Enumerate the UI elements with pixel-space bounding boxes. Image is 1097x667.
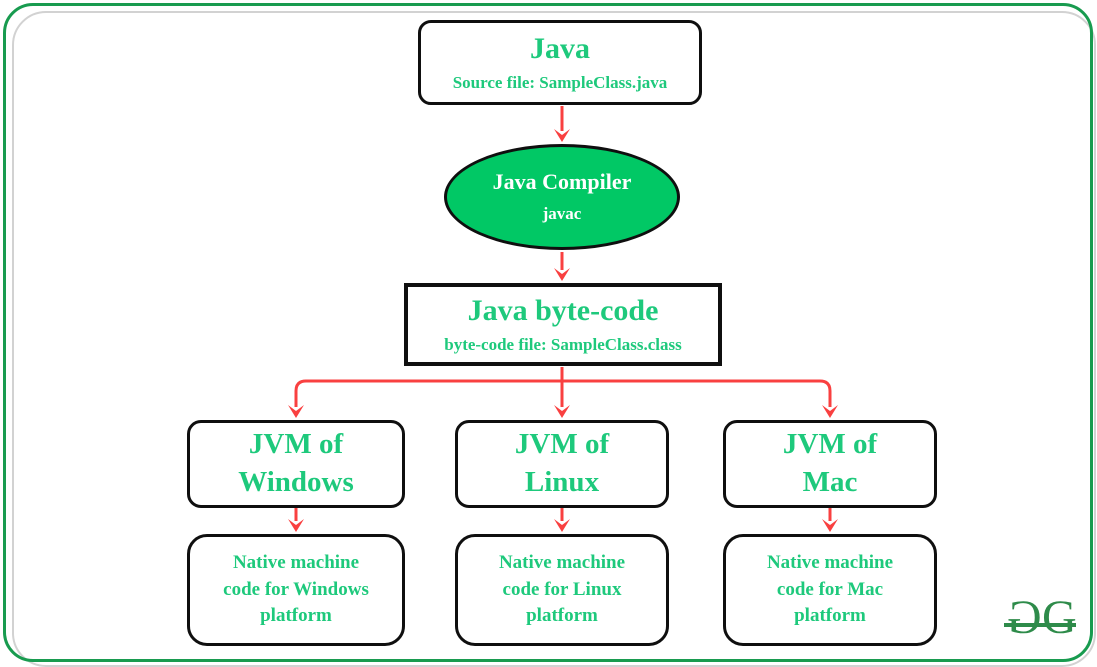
java-source-title: Java (530, 31, 590, 65)
node-native-windows: Native machine code for Windows platform (187, 534, 405, 646)
native-mac-line1: Native machine (766, 551, 894, 573)
jvm-linux-title-line2: Linux (524, 466, 600, 498)
jvm-windows-title-line2: Windows (238, 466, 354, 498)
logo-letter-mirrored-g: G (1009, 591, 1042, 644)
node-native-mac: Native machine code for Mac platform (723, 534, 937, 646)
arrow-bytecode-to-jvm-mac (562, 379, 832, 407)
node-java-bytecode: Java byte-code byte-code file: SampleCla… (404, 283, 722, 366)
jvm-mac-title-line2: Mac (802, 466, 858, 498)
native-mac-line2: code for Mac (776, 578, 884, 600)
native-linux-line1: Native machine (498, 551, 626, 573)
native-windows-line1: Native machine (232, 551, 360, 573)
arrowhead-jvm-mac-to-native (822, 519, 838, 532)
arrowhead-java-to-compiler (554, 129, 570, 142)
node-java-source: Java Source file: SampleClass.java (418, 20, 702, 105)
node-jvm-linux: JVM of Linux (455, 420, 669, 508)
node-jvm-mac: JVM of Mac (723, 420, 937, 508)
node-jvm-windows: JVM of Windows (187, 420, 405, 508)
arrowhead-jvm-windows-to-native (288, 519, 304, 532)
native-linux-line2: code for Linux (502, 578, 622, 600)
node-java-compiler: Java Compiler javac (444, 144, 680, 250)
native-mac-line3: platform (794, 605, 866, 627)
logo-crossbar (1004, 623, 1076, 627)
arrowhead-jvm-linux-to-native (554, 519, 570, 532)
native-windows-line3: platform (260, 605, 332, 627)
native-windows-line2: code for Windows (223, 578, 369, 600)
java-bytecode-title: Java byte-code (467, 293, 659, 327)
jvm-mac-title-line1: JVM of (782, 428, 878, 461)
arrow-bytecode-to-jvm-windows (294, 379, 562, 407)
arrowhead-bytecode-to-jvm-windows (288, 405, 304, 418)
logo-letter-g: G (1042, 591, 1077, 644)
arrowhead-bytecode-to-jvm-linux (554, 405, 570, 418)
java-source-subtitle: Source file: SampleClass.java (452, 73, 668, 93)
jvm-windows-title-line1: JVM of (248, 428, 344, 461)
java-bytecode-subtitle: byte-code file: SampleClass.class (444, 335, 682, 355)
jvm-linux-title-line1: JVM of (514, 428, 610, 461)
geeksforgeeks-logo-icon: GG (1004, 591, 1080, 644)
node-native-linux: Native machine code for Linux platform (455, 534, 669, 646)
arrowhead-compiler-to-bytecode (554, 268, 570, 281)
arrowhead-bytecode-to-jvm-mac (822, 405, 838, 418)
native-linux-line3: platform (526, 605, 598, 627)
java-compiler-subtitle: javac (542, 204, 582, 224)
java-compiler-title: Java Compiler (492, 168, 632, 194)
